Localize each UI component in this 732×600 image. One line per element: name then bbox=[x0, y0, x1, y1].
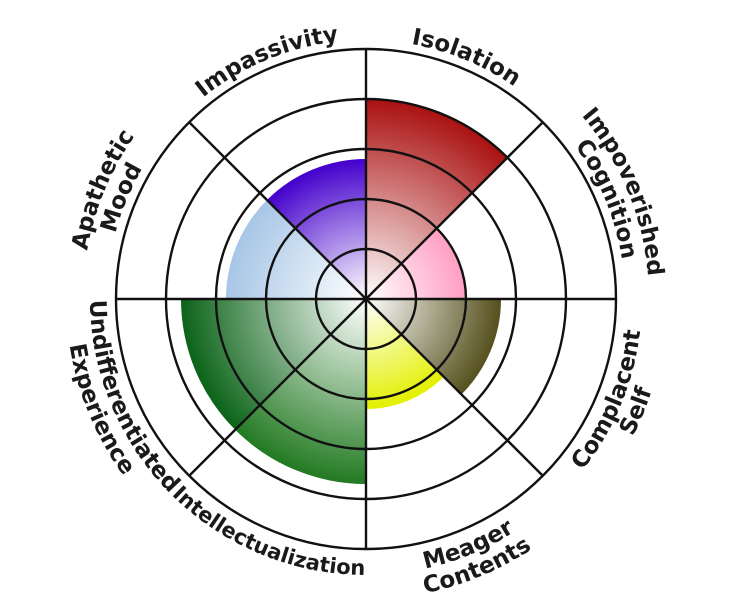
sectors-layer bbox=[181, 99, 508, 484]
sector-intellectualization bbox=[235, 299, 366, 484]
sector-isolation bbox=[366, 99, 508, 299]
spoke-6 bbox=[188, 298, 367, 477]
spoke-2 bbox=[365, 121, 544, 300]
spoke-4 bbox=[365, 298, 544, 477]
sector-impassivity bbox=[267, 159, 366, 299]
spoke-8 bbox=[188, 121, 367, 300]
grid-layer bbox=[114, 47, 618, 551]
sector-undifferentiated-experience bbox=[181, 299, 366, 430]
category-label-isolation: Isolation bbox=[410, 24, 525, 91]
sector-apathetic-mood bbox=[226, 200, 366, 299]
sector-impoverished-cognition bbox=[366, 228, 466, 299]
sector-complacent-self bbox=[366, 299, 501, 395]
category-label-impassivity: Impassivity bbox=[191, 22, 340, 103]
